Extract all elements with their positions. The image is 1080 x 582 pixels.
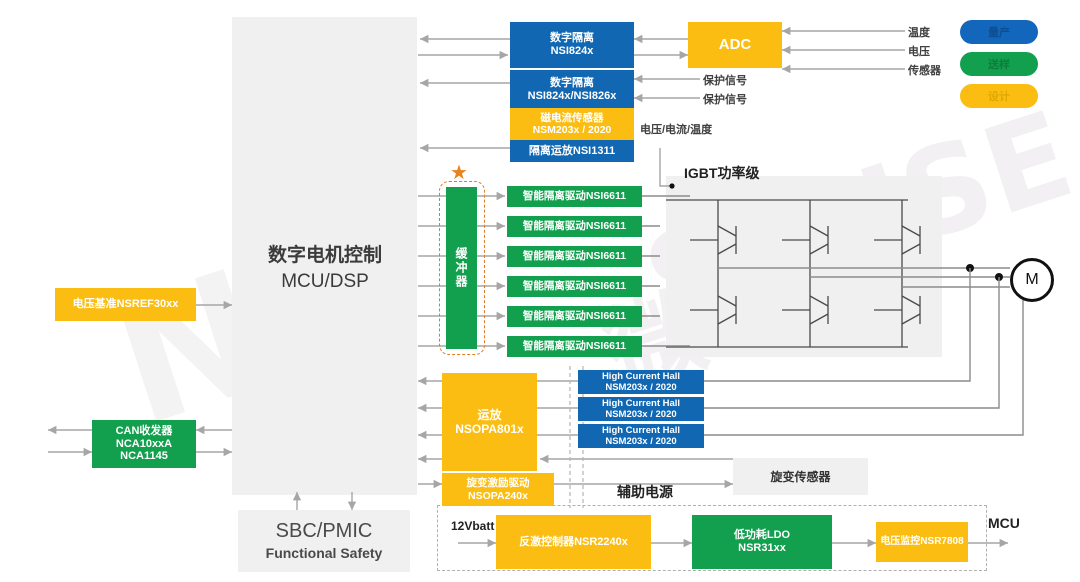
legend-pill-sampling[interactable]: 送样 <box>960 52 1038 76</box>
block-line2: NSM203x / 2020 <box>532 124 612 136</box>
block-magnetic-current-sensor[interactable]: 磁电流传感器 NSM203x / 2020 <box>510 108 634 140</box>
motor-symbol: M <box>1010 258 1054 302</box>
block-line1: High Current Hall <box>601 424 681 436</box>
gate-driver-label: 智能隔离驱动NSI6611 <box>522 280 627 293</box>
block-line1: 运放 <box>477 407 502 422</box>
aux-power-label: 辅助电源 <box>617 484 673 500</box>
sbc-panel <box>238 510 410 572</box>
battery-input-label: 12Vbatt <box>451 519 495 533</box>
sbc-subtitle: Functional Safety <box>265 545 383 561</box>
protect-signal-label-1: 保护信号 <box>703 75 747 87</box>
block-line2: NSI824x/NSI826x <box>527 90 617 102</box>
block-line1: 反激控制器NSR2240x <box>519 535 628 548</box>
block-hall-sensor-2[interactable]: High Current Hall NSM203x / 2020 <box>578 397 704 421</box>
igbt-panel <box>666 176 942 357</box>
gate-driver-label: 智能隔离驱动NSI6611 <box>522 250 627 263</box>
adc-input-label-sensor: 传感器 <box>908 65 941 77</box>
block-hall-sensor-3[interactable]: High Current Hall NSM203x / 2020 <box>578 424 704 448</box>
block-line1: 低功耗LDO <box>733 529 791 542</box>
block-can-transceiver[interactable]: CAN收发器 NCA10xxA NCA1145 <box>92 420 196 468</box>
block-line1: 数字隔离 <box>550 32 594 45</box>
block-voltage-reference[interactable]: 电压基准NSREF30xx <box>55 288 196 321</box>
block-line2: NSM203x / 2020 <box>605 382 677 393</box>
block-hall-sensor-1[interactable]: High Current Hall NSM203x / 2020 <box>578 370 704 394</box>
block-line1: 电压监控NSR7808 <box>880 536 964 548</box>
block-line1: 旋变激励驱动 <box>466 477 530 490</box>
resolver-sensor-block: 旋变传感器 <box>733 458 868 495</box>
block-line1: 隔离运放NSI1311 <box>528 144 616 157</box>
gate-driver-label: 智能隔离驱动NSI6611 <box>522 340 627 353</box>
block-line3: NCA1145 <box>120 450 168 463</box>
block-low-power-ldo[interactable]: 低功耗LDO NSR31xx <box>692 515 832 569</box>
block-line1: 磁电流传感器 <box>540 111 604 124</box>
block-line2: NCA10xxA <box>115 437 173 450</box>
buffer-highlight-box <box>439 181 485 355</box>
block-line2: NSM203x / 2020 <box>605 436 677 447</box>
mcu-title-line2: MCU/DSP <box>281 270 369 292</box>
legend-label: 量产 <box>988 27 1010 39</box>
block-line2: NSI824x <box>550 45 594 57</box>
block-line2: NSM203x / 2020 <box>605 409 677 420</box>
adc-label: ADC <box>718 36 752 54</box>
legend-label: 送样 <box>988 59 1010 71</box>
block-adc[interactable]: ADC <box>688 22 782 68</box>
block-line1: High Current Hall <box>601 370 681 382</box>
mcu-panel <box>232 17 417 495</box>
mcu-block-label: 数字电机控制 MCU/DSP <box>230 243 420 294</box>
block-voltage-supervisor[interactable]: 电压监控NSR7808 <box>876 522 968 562</box>
block-resolver-exciter[interactable]: 旋变激励驱动 NSOPA240x <box>442 473 554 506</box>
aux-power-boundary <box>437 505 987 571</box>
star-icon: ★ <box>450 162 468 184</box>
block-isolated-amplifier[interactable]: 隔离运放NSI1311 <box>510 140 634 162</box>
block-line1: High Current Hall <box>601 397 681 409</box>
adc-input-label-temperature: 温度 <box>908 27 930 39</box>
motor-label: M <box>1025 271 1039 288</box>
block-gate-driver-4[interactable]: 智能隔离驱动NSI6611 <box>507 276 642 297</box>
legend-pill-design[interactable]: 设计 <box>960 84 1038 108</box>
mcu-output-label: MCU <box>988 515 1020 531</box>
mcu-title-line1: 数字电机控制 <box>267 245 382 266</box>
block-gate-driver-6[interactable]: 智能隔离驱动NSI6611 <box>507 336 642 357</box>
block-line2: NSOPA801x <box>455 422 524 436</box>
block-line1: 数字隔离 <box>550 77 594 90</box>
adc-input-label-voltage: 电压 <box>908 46 930 58</box>
block-line1: 电压基准NSREF30xx <box>72 298 179 311</box>
block-flyback-controller[interactable]: 反激控制器NSR2240x <box>496 515 651 569</box>
block-line2: NSR31xx <box>738 542 786 554</box>
block-line2: NSOPA240x <box>468 489 528 502</box>
sbc-block-label: SBC/PMIC Functional Safety <box>224 518 424 562</box>
block-operational-amplifier[interactable]: 运放 NSOPA801x <box>442 373 537 471</box>
block-digital-isolator-2[interactable]: 数字隔离 NSI824x/NSI826x <box>510 70 634 110</box>
legend-label: 设计 <box>988 91 1010 103</box>
block-digital-isolator-1[interactable]: 数字隔离 NSI824x <box>510 22 634 68</box>
legend-pill-mass-production[interactable]: 量产 <box>960 20 1038 44</box>
protect-signal-label-2: 保护信号 <box>703 94 747 106</box>
block-gate-driver-1[interactable]: 智能隔离驱动NSI6611 <box>507 186 642 207</box>
block-gate-driver-3[interactable]: 智能隔离驱动NSI6611 <box>507 246 642 267</box>
block-buffer[interactable]: 缓冲器 <box>446 187 477 349</box>
block-gate-driver-5[interactable]: 智能隔离驱动NSI6611 <box>507 306 642 327</box>
buffer-label: 缓冲器 <box>454 247 468 289</box>
sbc-title: SBC/PMIC <box>275 520 373 542</box>
gate-driver-label: 智能隔离驱动NSI6611 <box>522 310 627 323</box>
igbt-stage-label: IGBT功率级 <box>684 165 760 181</box>
block-line1: CAN收发器 <box>115 424 173 437</box>
voltage-current-temp-label: 电压/电流/温度 <box>640 124 713 136</box>
gate-driver-label: 智能隔离驱动NSI6611 <box>522 220 627 233</box>
block-gate-driver-2[interactable]: 智能隔离驱动NSI6611 <box>507 216 642 237</box>
gate-driver-label: 智能隔离驱动NSI6611 <box>522 190 627 203</box>
